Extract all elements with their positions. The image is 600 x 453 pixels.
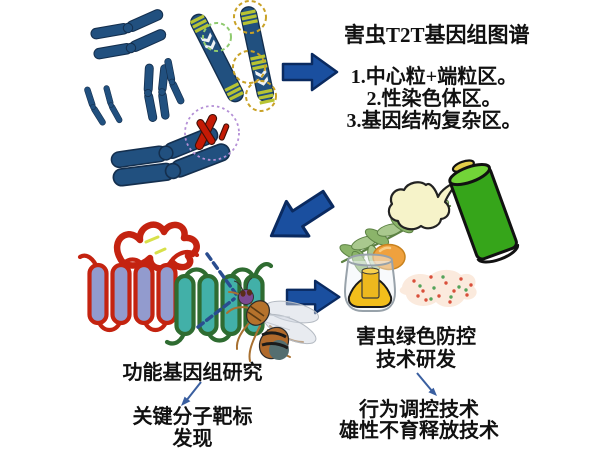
t2t-feature-list: 1.中心粒+端粒区。 2.性染色体区。 3.基因结构复杂区。 [318,66,550,132]
sex-chromosome-dashed-circle-icon [184,105,240,161]
label-control-techniques: 行为调控技术 雄性不育释放技术 [320,400,518,442]
mist-particles [412,275,473,304]
bait-trap-icon [343,253,397,312]
block-arrow-down-left-icon [258,180,341,255]
label-behavior-regulation: 行为调控技术 [359,399,479,421]
pheromone-mist-icon [399,269,477,308]
list-item-sex-chromosome: 2.性染色体区。 [366,88,502,110]
title-t2t-genome-map: 害虫T2T基因组图谱 [344,23,530,47]
centromere-dashed-circle-icon [232,50,266,84]
flow-arrow-down-right-icon [416,372,437,396]
label-key-targets-line2: 发现 [172,428,213,450]
telomere-dashed-circle-icon [245,80,277,112]
telomere-dashed-circle-icon [233,0,267,34]
protein-ribbon-icon [113,221,200,272]
membrane-protein-icon [77,250,274,346]
label-green-control-line1: 害虫绿色防控 [356,326,476,348]
spray-can-icon [448,159,520,264]
list-item-complex-gene-structure: 3.基因结构复杂区。 [346,110,522,132]
fruit-fly-icon [226,277,319,362]
label-key-targets-line1: 关键分子靶标 [132,406,253,428]
label-male-sterility-release: 雄性不育释放技术 [339,420,499,442]
flow-arrow-down-left-icon [181,381,202,406]
banded-chromosome-pair-icon [189,0,277,112]
gene-region-dashed-circle-icon [202,22,232,52]
list-item-centromere-telomere: 1.中心粒+端粒区。 [350,66,518,88]
target-dashed-lines-icon [196,252,238,329]
label-key-targets: 关键分子靶标 发现 [95,406,290,450]
spray-cloud-icon [387,180,459,231]
label-green-control: 害虫绿色防控 技术研发 [322,326,510,372]
label-functional-genomics: 功能基因组研究 [122,362,263,384]
label-green-control-line2: 技术研发 [376,349,456,371]
